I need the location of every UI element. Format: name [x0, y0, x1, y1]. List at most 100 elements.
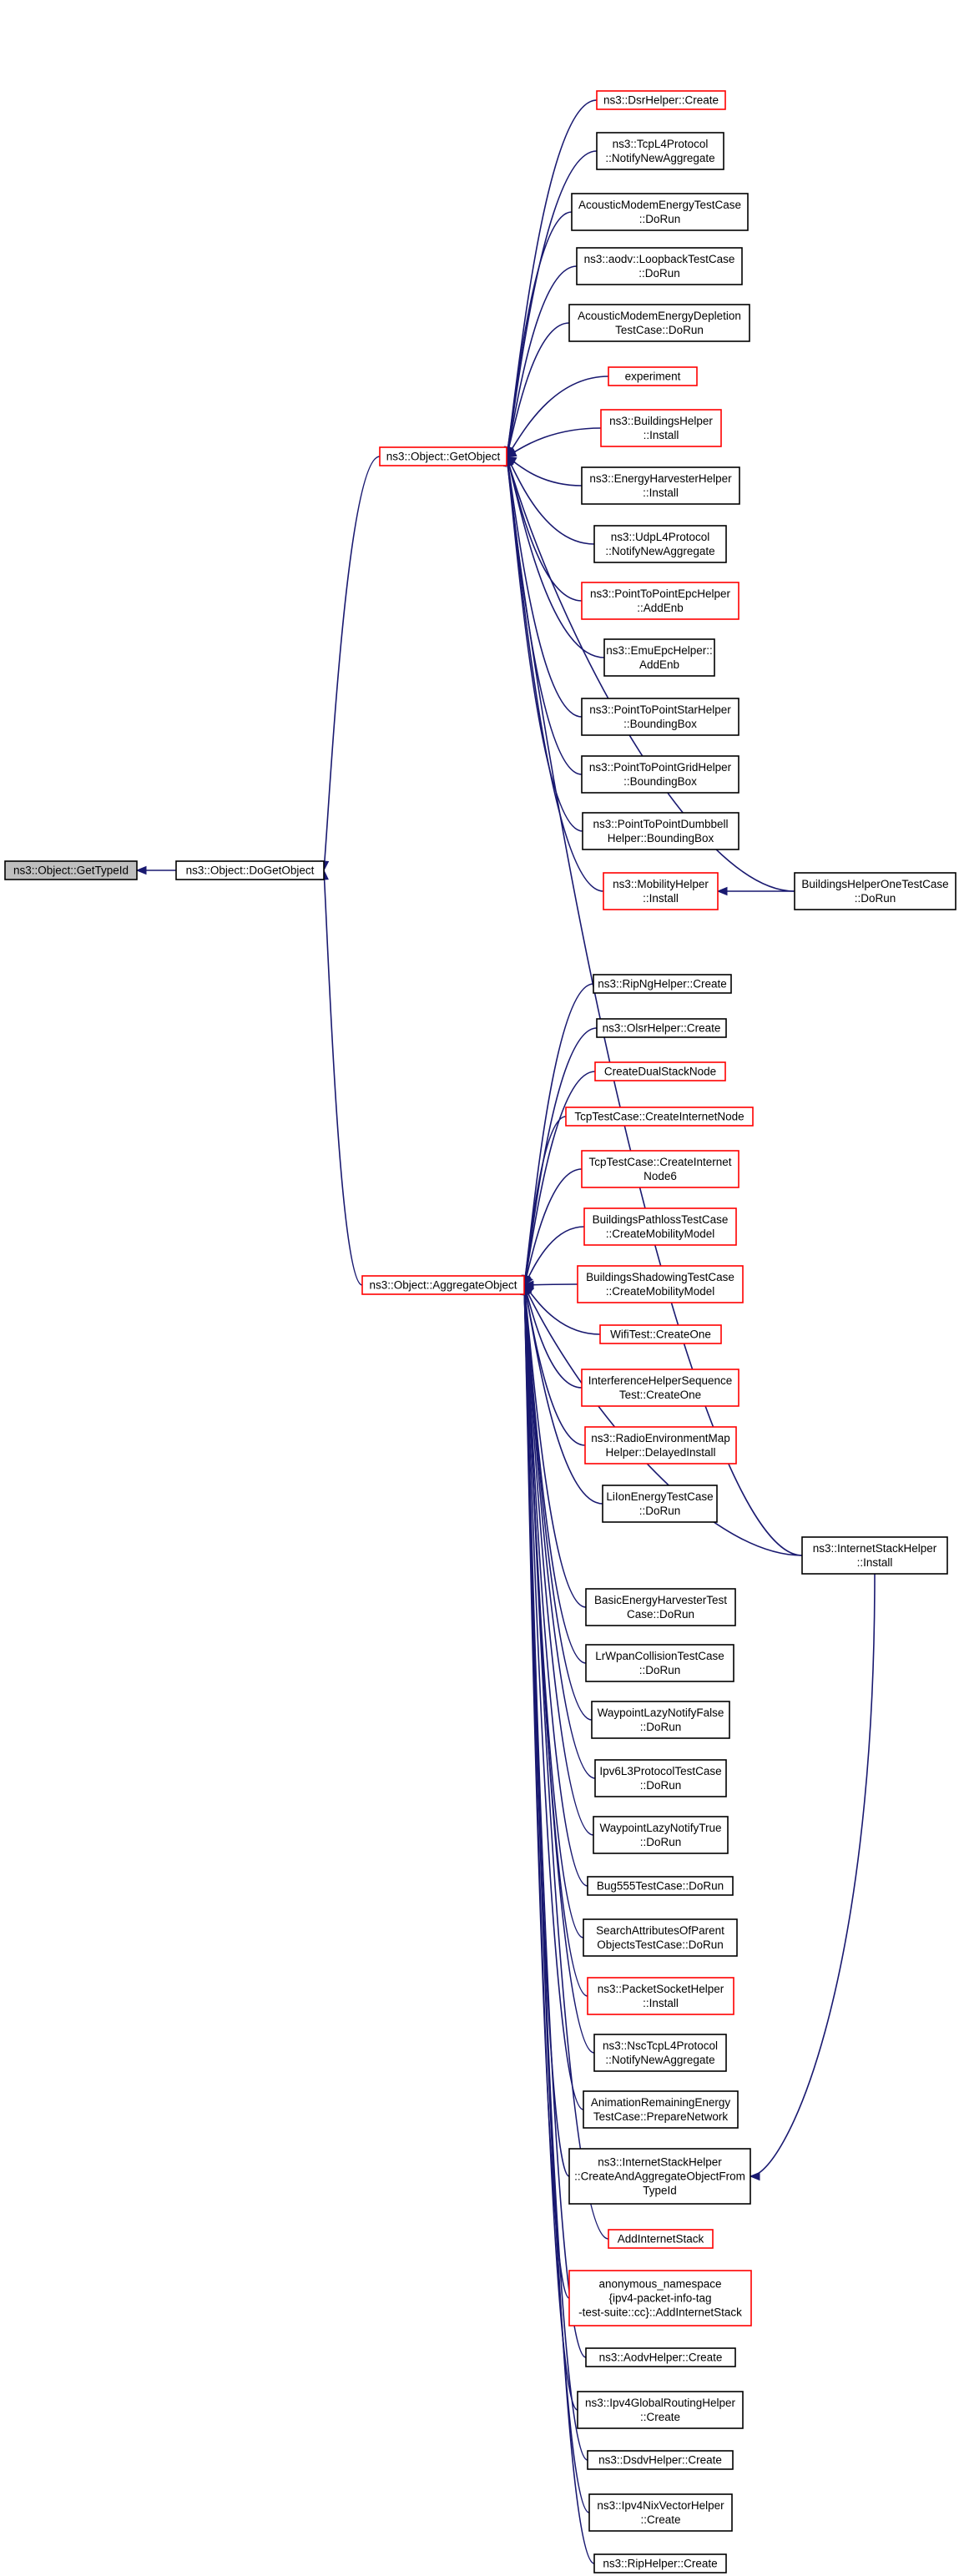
node-label: AddInternetStack: [618, 2233, 704, 2246]
node-ripcreate[interactable]: ns3::RipHelper::Create: [593, 2553, 727, 2573]
node-lrwpancollision[interactable]: LrWpanCollisionTestCase::DoRun: [585, 1644, 734, 1682]
node-box: [568, 2148, 751, 2205]
node-internetstackinstall[interactable]: ns3::InternetStackHelper::Install: [801, 1536, 948, 1575]
node-waypointfalse[interactable]: WaypointLazyNotifyFalse::DoRun: [591, 1701, 730, 1739]
node-p2pdumbbellbbox[interactable]: ns3::PointToPointDumbbellHelper::Boundin…: [582, 812, 739, 850]
node-label: ObjectsTestCase::DoRun: [597, 1938, 724, 1951]
node-aodvloopback[interactable]: ns3::aodv::LoopbackTestCase::DoRun: [576, 247, 743, 285]
node-label: ns3::PointToPointGridHelper: [589, 761, 732, 774]
node-acousticdepletion[interactable]: AcousticModemEnergyDepletionTestCase::Do…: [568, 304, 750, 342]
node-box: [596, 132, 724, 170]
node-dogetobject[interactable]: ns3::Object::DoGetObject: [175, 860, 325, 880]
node-label: ns3::PointToPointStarHelper: [589, 703, 731, 716]
node-label: Helper::BoundingBox: [608, 832, 714, 844]
node-aggregateobject[interactable]: ns3::Object::AggregateObject: [361, 1275, 525, 1295]
node-box: [593, 2553, 727, 2573]
node-p2pepcaddenb[interactable]: ns3::PointToPointEpcHelper::AddEnb: [581, 582, 739, 620]
node-ripngcreate[interactable]: ns3::RipNgHelper::Create: [593, 974, 732, 994]
node-experiment[interactable]: experiment: [608, 366, 698, 386]
node-wifitestcreate[interactable]: WifiTest::CreateOne: [599, 1324, 722, 1344]
node-box: [594, 1061, 726, 1081]
node-box: [587, 1977, 734, 2015]
node-box: [591, 1701, 730, 1739]
node-label: ns3::RipNgHelper::Create: [598, 978, 727, 991]
node-label: TcpTestCase::CreateInternet: [588, 1156, 731, 1168]
node-tcpcreateinternet[interactable]: TcpTestCase::CreateInternetNode: [565, 1107, 754, 1127]
node-createaggregate[interactable]: ns3::InternetStackHelper::CreateAndAggre…: [568, 2148, 751, 2205]
node-nsctcpl4[interactable]: ns3::NscTcpL4Protocol::NotifyNewAggregat…: [593, 2034, 727, 2072]
node-interferencecreate[interactable]: InterferenceHelperSequenceTest::CreateOn…: [581, 1369, 739, 1407]
node-box: [599, 1324, 722, 1344]
node-waypointtrue[interactable]: WaypointLazyNotifyTrue::DoRun: [593, 1816, 729, 1854]
node-box: [587, 2450, 734, 2470]
node-label: LiIonEnergyTestCase: [606, 1490, 713, 1503]
edge-internetstackinstall-to-createaggregate: [750, 1573, 876, 2177]
node-animationenergy[interactable]: AnimationRemainingEnergyTestCase::Prepar…: [583, 2090, 739, 2129]
node-anonaddinternet[interactable]: anonymous_namespace{ipv4-packet-info-tag…: [568, 2270, 752, 2326]
node-label: ns3::InternetStackHelper: [598, 2156, 722, 2169]
edge-acousticmodem-to-getobject: [506, 211, 573, 457]
edge-ripngcreate-to-aggregateobject: [523, 983, 594, 1286]
node-box: [583, 1918, 738, 1957]
node-mobilityinstall[interactable]: ns3::MobilityHelper::Install: [603, 872, 719, 910]
node-addinternetstack[interactable]: AddInternetStack: [608, 2229, 714, 2249]
node-createdualstack[interactable]: CreateDualStackNode: [594, 1061, 726, 1081]
node-dsrcreate[interactable]: ns3::DsrHelper::Create: [596, 90, 726, 110]
node-label: ::Install: [643, 1997, 679, 2009]
node-acousticmodem[interactable]: AcousticModemEnergyTestCase::DoRun: [571, 193, 749, 231]
node-box: [585, 2347, 736, 2367]
node-label: ::DoRun: [639, 1664, 681, 1676]
node-olsrcreate[interactable]: ns3::OlsrHelper::Create: [596, 1018, 727, 1038]
node-box: [593, 974, 732, 994]
edge-createdualstack-to-aggregateobject: [523, 1071, 596, 1286]
edge-p2pdumbbellbbox-to-getobject: [506, 456, 583, 832]
node-searchattributes[interactable]: SearchAttributesOfParentObjectsTestCase:…: [583, 1918, 738, 1957]
node-label: ns3::PacketSocketHelper: [598, 1983, 724, 1995]
node-tcpl4notify[interactable]: ns3::TcpL4Protocol::NotifyNewAggregate: [596, 132, 724, 170]
node-ipv4nixcreate[interactable]: ns3::Ipv4NixVectorHelper::Create: [588, 2493, 733, 2532]
node-box: [4, 860, 138, 880]
edge-acousticdepletion-to-getobject: [506, 322, 570, 457]
node-dsdvcreate[interactable]: ns3::DsdvHelper::Create: [587, 2450, 734, 2470]
edge-energyharvesterinstall-to-getobject: [506, 456, 583, 486]
node-label: ns3::RadioEnvironmentMap: [591, 1432, 730, 1444]
node-box: [587, 1876, 734, 1896]
node-label: TypeId: [643, 2185, 677, 2197]
node-buildingsonedorun[interactable]: BuildingsHelperOneTestCase::DoRun: [794, 872, 956, 910]
node-label: ::DoRun: [639, 1505, 681, 1517]
node-emuepcaddenb[interactable]: ns3::EmuEpcHelper::AddEnb: [603, 638, 715, 677]
node-aodvcreate[interactable]: ns3::AodvHelper::Create: [585, 2347, 736, 2367]
node-label: -test-suite::cc}::AddInternetStack: [578, 2306, 742, 2319]
node-label: ::BoundingBox: [623, 775, 697, 788]
node-packetsocket[interactable]: ns3::PacketSocketHelper::Install: [587, 1977, 734, 2015]
node-label: ns3::BuildingsHelper: [609, 415, 713, 427]
node-label: experiment: [625, 371, 681, 383]
node-udpl4notify[interactable]: ns3::UdpL4Protocol::NotifyNewAggregate: [593, 525, 727, 563]
node-label: Node6: [644, 1170, 677, 1182]
node-box: [593, 1816, 729, 1854]
node-energyharvesterinstall[interactable]: ns3::EnergyHarvesterHelper::Install: [581, 466, 740, 505]
node-root[interactable]: ns3::Object::GetTypeId: [4, 860, 138, 880]
node-lionenergy[interactable]: LiIonEnergyTestCase::DoRun: [602, 1485, 718, 1523]
node-label: ns3::OlsrHelper::Create: [603, 1022, 721, 1035]
node-remdelayed[interactable]: ns3::RadioEnvironmentMapHelper::DelayedI…: [584, 1426, 737, 1464]
node-label: BuildingsPathlossTestCase: [593, 1213, 729, 1226]
edge-buildingsinstall-to-getobject: [506, 427, 602, 457]
node-label: ns3::PointToPointEpcHelper: [590, 587, 731, 600]
node-p2pgridbbox[interactable]: ns3::PointToPointGridHelper::BoundingBox: [581, 755, 739, 794]
node-shadowingmobility[interactable]: BuildingsShadowingTestCase::CreateMobili…: [577, 1265, 744, 1303]
node-pathlossmobility[interactable]: BuildingsPathlossTestCase::CreateMobilit…: [583, 1207, 737, 1246]
node-buildingsinstall[interactable]: ns3::BuildingsHelper::Install: [600, 409, 722, 447]
node-box: [801, 1536, 948, 1575]
node-ipv4globalcreate[interactable]: ns3::Ipv4GlobalRoutingHelper::Create: [577, 2391, 744, 2429]
node-p2pstarbbox[interactable]: ns3::PointToPointStarHelper::BoundingBox: [581, 698, 739, 736]
node-label: BuildingsHelperOneTestCase: [801, 878, 948, 890]
node-getobject[interactable]: ns3::Object::GetObject: [379, 446, 507, 466]
node-ipv6l3[interactable]: Ipv6L3ProtocolTestCase::DoRun: [594, 1759, 727, 1797]
node-label: ::Install: [643, 486, 679, 499]
node-bug555[interactable]: Bug555TestCase::DoRun: [587, 1876, 734, 1896]
node-box: [582, 812, 739, 850]
